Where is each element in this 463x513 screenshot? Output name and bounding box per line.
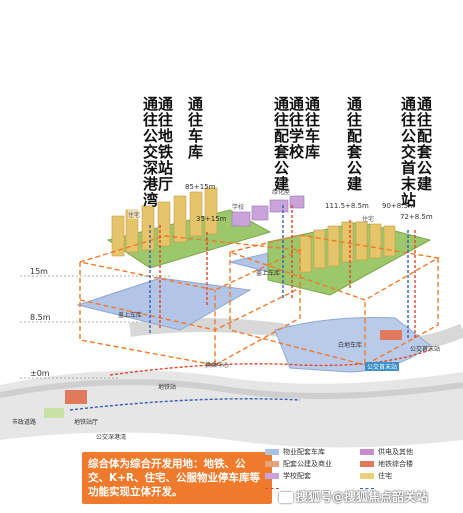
label-to-school: 通往学校	[287, 96, 305, 160]
residential-towers-right	[299, 221, 396, 273]
zone-bus-station: 公交首末站	[365, 362, 400, 371]
zone-upper-garage-2: 盖上车库	[256, 270, 281, 277]
legend-swatch	[360, 461, 374, 467]
zone-school: 学校	[232, 204, 245, 211]
legend-item-red-line	[265, 487, 360, 489]
label-to-facility-3: 通往配套公建	[415, 96, 433, 192]
watermark: 搜狐号@搜狐焦点韶关站	[276, 488, 428, 505]
connector-lines	[149, 205, 416, 340]
label-to-facility-2: 通往配套公建	[345, 96, 363, 192]
elev-tag-5: 72+8.5m	[400, 213, 433, 221]
label-to-metro-hall: 通往地铁站厅	[156, 96, 174, 192]
legend-item-blue-line	[360, 487, 455, 489]
elev-tag-2: 35+15m	[196, 215, 227, 223]
legend-item-garage: 物业配套车库	[265, 447, 360, 457]
legend-line-red	[265, 487, 279, 489]
zone-metro-station: 地铁站	[158, 384, 177, 391]
legend-item-metro-building: 地铁综合楼	[360, 459, 455, 469]
legend-swatch	[265, 473, 279, 479]
level-8-5m: 8.5m	[30, 313, 51, 322]
zone-road-left: 市政道路	[12, 419, 37, 426]
label-to-garage-1: 通往车库	[186, 96, 204, 160]
zone-upper-garage: 盖上车库	[118, 312, 143, 319]
zone-green-roof: 绿化屋	[272, 189, 291, 196]
label-to-bus-bay: 通往公交深港湾	[141, 96, 159, 208]
label-to-facility-1: 通往配套公建	[272, 96, 290, 192]
level-15m: 15m	[30, 267, 48, 276]
school-buildings	[231, 195, 305, 227]
legend-item-residential: 住宅	[360, 471, 455, 481]
legend-line-blue	[360, 487, 374, 489]
ground-walkway	[109, 349, 431, 376]
label-to-garage-2: 通往车库	[303, 96, 321, 160]
elev-tag-4: 90+8.5m	[382, 202, 415, 210]
legend-swatch	[360, 473, 374, 479]
zone-station-tag: 公交首末站	[410, 346, 441, 353]
ground-bus-route	[69, 398, 301, 411]
legend-item-school: 学校配套	[265, 471, 360, 481]
zone-residential-left: 住宅	[128, 210, 141, 219]
elev-tag-3: 111.5+8.5m	[325, 202, 369, 210]
level-lines	[20, 275, 170, 379]
label-to-bus-terminal: 通往公交首末站	[399, 96, 417, 208]
upper-garage-slab	[76, 277, 252, 331]
zone-hub: 换乘中心	[205, 362, 230, 369]
residential-towers-left	[111, 187, 218, 257]
camera-icon	[279, 492, 293, 503]
callout-note: 综合体为综合开发用地：地铁、公交、K+R、住宅、公服物业停车库等功能实现立体开发…	[82, 452, 272, 504]
legend-swatch	[360, 449, 374, 455]
legend: 物业配套车库 供电及其他 配套公建及商业 地铁综合楼 学校配套 住宅	[265, 446, 455, 494]
level-ground: ±0m	[30, 369, 50, 378]
zone-residential-right: 住宅	[362, 216, 375, 223]
zone-bus-deep-bay: 公交深港湾	[96, 434, 127, 441]
podium-outline	[79, 234, 441, 367]
legend-item-power: 供电及其他	[360, 447, 455, 457]
metro-blocks	[44, 330, 402, 418]
zone-metro-hall: 地铁站厅	[74, 419, 99, 426]
elev-tag-1: 85+15m	[185, 183, 216, 191]
legend-swatch	[265, 449, 279, 455]
legend-item-facility: 配套公建及商业	[265, 459, 360, 469]
legend-swatch	[265, 461, 279, 467]
zone-white-garage: 白地车库	[338, 342, 363, 349]
